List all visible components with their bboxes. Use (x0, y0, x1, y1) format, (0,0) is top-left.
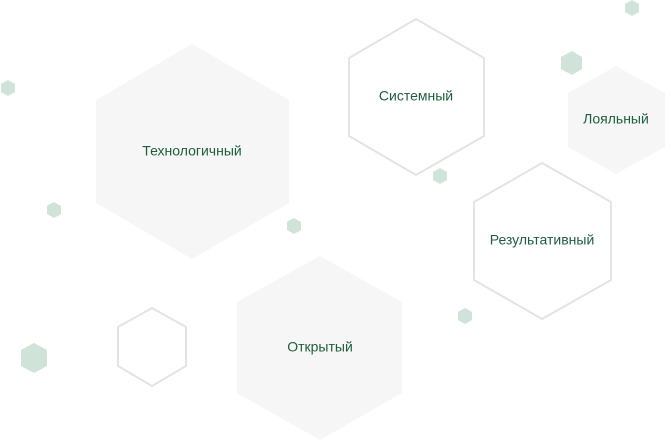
hex-tekhnologichnyy: Технологичный (96, 44, 289, 259)
hex-otkrytyy-label: Открытый (287, 339, 353, 355)
small-hex-8 (21, 343, 47, 373)
hex-sistemnyy: Системный (348, 18, 485, 176)
small-hex-2 (561, 51, 582, 75)
small-hex-5 (47, 202, 61, 218)
hex-rezultativnyy-shape (473, 162, 612, 320)
small-hex-7 (458, 308, 472, 324)
hex-sistemnyy-shape (348, 18, 485, 176)
hex-otkrytyy-shape (237, 256, 402, 440)
small-hexagons (1, 0, 639, 373)
hex-empty-shape (117, 307, 187, 387)
small-hex-4 (433, 168, 447, 184)
small-hex-6 (287, 218, 301, 234)
hex-empty (117, 307, 187, 387)
hex-tekhnologichnyy-label: Технологичный (142, 143, 241, 159)
hex-sistemnyy-label: Системный (379, 88, 453, 104)
hex-rezultativnyy: Результативный (473, 162, 612, 320)
hex-tekhnologichnyy-shape (96, 44, 289, 259)
hex-loyalnyy-label: Лояльный (583, 111, 649, 127)
hex-rezultativnyy-label: Результативный (490, 232, 595, 248)
small-hex-1 (625, 0, 639, 16)
hex-loyalnyy: Лояльный (568, 66, 665, 174)
small-hex-3 (1, 80, 15, 96)
hex-loyalnyy-shape (568, 66, 665, 174)
hex-otkrytyy: Открытый (237, 256, 402, 440)
